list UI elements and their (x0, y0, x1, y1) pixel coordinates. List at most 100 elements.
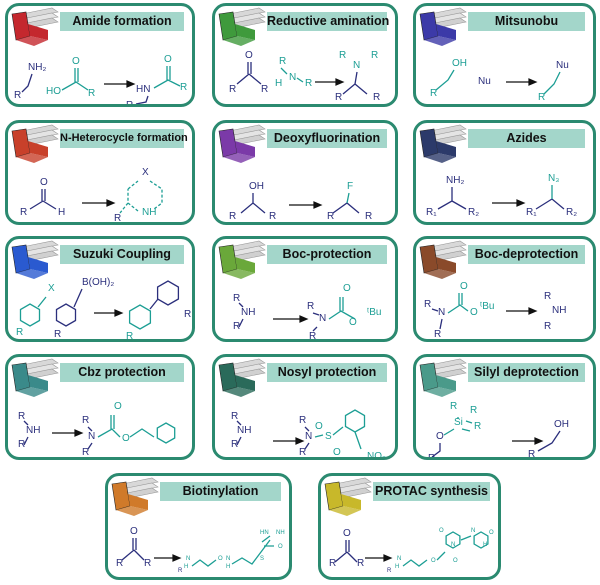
card-title: Boc-protection (267, 245, 387, 264)
atom-label: R₁ (526, 207, 537, 218)
reaction-arrow (104, 80, 136, 88)
atom-label: Nu (478, 76, 491, 87)
atom-label: R (180, 82, 187, 93)
cartridge-icon (11, 240, 59, 279)
atom-label: R (261, 84, 268, 95)
atom-label: R (428, 453, 435, 457)
reaction-arrow (154, 554, 182, 562)
atom-label: R (229, 84, 236, 95)
atom-label: O (114, 401, 122, 412)
atom-label: R (339, 50, 346, 61)
atom-label: HN (136, 84, 150, 95)
atom-label: O (439, 528, 444, 534)
atom-label: N (88, 431, 95, 442)
card-title: Amide formation (60, 12, 184, 31)
atom-label: R (233, 321, 240, 332)
atom-label: N₃ (548, 173, 559, 184)
reaction-arrow (273, 315, 309, 323)
atom-label: R (178, 568, 183, 574)
atom-label: X (142, 167, 149, 178)
bond-lines (191, 535, 274, 567)
cartridge-icon (218, 240, 266, 279)
atom-label: N (397, 556, 401, 562)
atom-label: R (434, 329, 441, 339)
atom-label: Si (454, 417, 463, 428)
atom-label: O (460, 281, 468, 292)
atom-label: O (470, 307, 478, 318)
atom-label: R (126, 100, 133, 104)
reaction-arrow (492, 199, 526, 207)
atom-label: R (424, 299, 431, 310)
atom-label: O (40, 177, 48, 188)
reaction-arrow (289, 201, 323, 209)
atom-label: Nu (556, 60, 569, 71)
atom-label: R (430, 88, 437, 99)
atom-label: F (347, 181, 353, 192)
bond-lines (119, 180, 163, 214)
bond-lines (435, 69, 561, 95)
atom-label: O (278, 544, 283, 550)
atom-label: N (289, 72, 296, 83)
atom-label: R (116, 558, 123, 569)
cartridge-icon (111, 477, 159, 516)
atom-label: O (349, 317, 357, 328)
atom-label: O (453, 558, 458, 564)
atom-label: N (319, 313, 326, 324)
atom-label: R (54, 329, 61, 339)
atom-label: O (130, 526, 138, 537)
atom-label: R (231, 411, 238, 422)
atom-label: O (315, 421, 323, 432)
atom-label: S (260, 556, 264, 562)
atom-label: HO (46, 86, 61, 97)
bond-lines (447, 293, 469, 314)
atom-label: O (72, 56, 80, 67)
cartridge-icon (11, 7, 59, 46)
bond-lines (402, 531, 489, 567)
atom-label: N (438, 307, 445, 318)
atom-label: O (489, 530, 494, 536)
cartridge-icon (324, 477, 372, 516)
atom-label: R₁ (426, 207, 437, 218)
bond-lines (236, 62, 368, 95)
reaction-arrow (506, 78, 538, 86)
atom-label: O (122, 433, 130, 444)
atom-label: H (275, 78, 282, 89)
atom-label: R (279, 56, 286, 67)
atom-label: NH₂ (28, 62, 46, 73)
atom-label: N (471, 528, 475, 534)
atom-label: R (307, 301, 314, 312)
bond-lines (346, 192, 350, 204)
atom-label: R (357, 558, 364, 569)
atom-label: OH (554, 419, 569, 430)
bond-lines (121, 538, 145, 561)
atom-label: NH (142, 207, 156, 218)
bond-lines (314, 409, 366, 450)
bond-lines (29, 189, 57, 210)
atom-label: O (436, 431, 444, 442)
card-title: PROTAC synthesis (373, 482, 490, 501)
atom-label: O (343, 283, 351, 294)
atom-label: NH (237, 425, 251, 436)
atom-label: H (58, 207, 65, 218)
atom-label: R (544, 291, 551, 302)
card-title: Biotinylation (160, 482, 281, 501)
reaction-arrow (506, 307, 538, 315)
reaction-scheme: NH₂ROHOROHNRR (11, 7, 187, 104)
atom-label: R (82, 447, 89, 457)
atom-label: HN (260, 530, 269, 536)
atom-label: R₂ (566, 207, 577, 218)
reaction-arrow (315, 78, 345, 86)
atom-label: R (269, 211, 276, 222)
atom-label: R (335, 92, 342, 103)
